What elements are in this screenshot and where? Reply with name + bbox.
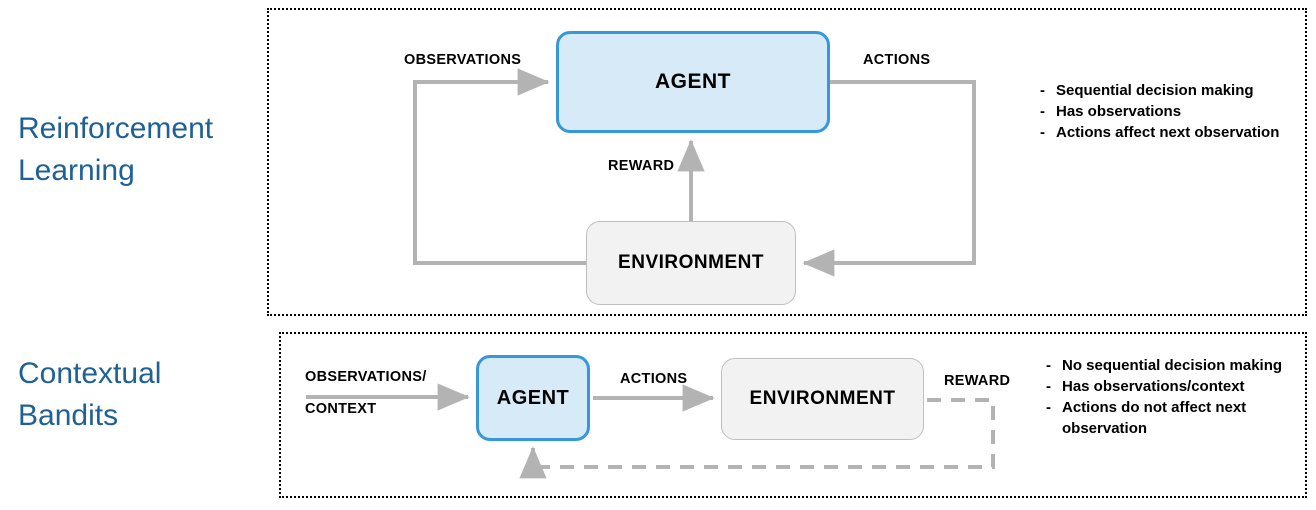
section-title-contextual-bandits: Contextual Bandits [18,357,162,432]
bullet-marker: - [1046,399,1051,416]
list-item: - Actions affect next observation [1040,122,1290,143]
panel-contextual-bandits [279,332,1307,498]
list-item: - Has observations/context [1046,376,1298,397]
label-rl-actions: ACTIONS [863,52,931,68]
bullet-marker: - [1046,378,1051,395]
bullet-text: Actions affect next observation [1056,124,1280,141]
bullet-text: No sequential decision making [1062,357,1283,374]
node-rl-environment[interactable]: ENVIRONMENT [586,221,796,305]
bullet-marker: - [1046,357,1051,374]
node-cb-agent[interactable]: AGENT [476,355,590,441]
bullet-text: Actions do not affect next observation [1062,399,1247,437]
label-cb-observations-line2: CONTEXT [305,401,377,417]
bullet-text: Has observations/context [1062,378,1245,395]
bullet-text: Has observations [1056,103,1182,120]
bullet-list-contextual-bandits: - No sequential decision making - Has ob… [1046,355,1298,439]
list-item: - Has observations [1040,101,1290,122]
section-title-reinforcement-learning: Reinforcement Learning [18,112,214,187]
label-rl-observations: OBSERVATIONS [404,52,522,68]
node-cb-environment[interactable]: ENVIRONMENT [721,358,924,440]
list-item: - No sequential decision making [1046,355,1298,376]
panel-reinforcement-learning [267,8,1307,316]
label-cb-observations-line1: OBSERVATIONS/ [305,369,427,385]
label-cb-reward: REWARD [944,373,1011,389]
label-cb-actions: ACTIONS [620,371,688,387]
bullet-text: Sequential decision making [1056,82,1254,99]
bullet-marker: - [1040,103,1045,120]
label-rl-reward: REWARD [608,158,675,174]
bullet-marker: - [1040,82,1045,99]
bullet-marker: - [1040,124,1045,141]
node-rl-agent[interactable]: AGENT [556,31,830,133]
list-item: - Actions do not affect next observation [1046,397,1298,439]
bullet-list-reinforcement-learning: - Sequential decision making - Has obser… [1040,80,1290,143]
list-item: - Sequential decision making [1040,80,1290,101]
